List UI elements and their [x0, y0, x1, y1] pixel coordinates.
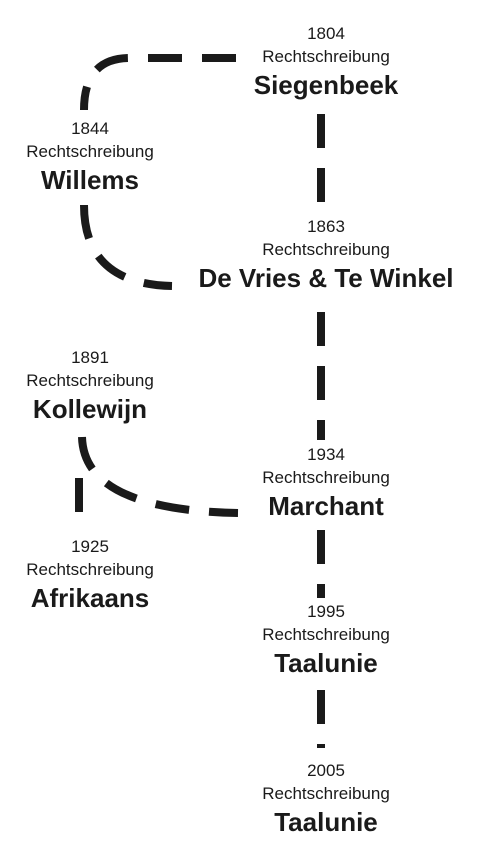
- node-marchant: 1934 Rechtschreibung Marchant: [262, 443, 390, 523]
- node-kind: Rechtschreibung: [262, 240, 390, 259]
- node-name: Afrikaans: [30, 583, 150, 613]
- connector-kollewijn-marchant: [78, 436, 239, 517]
- node-year: 1925: [71, 537, 109, 556]
- node-year: 1804: [307, 24, 345, 43]
- node-kind: Rechtschreibung: [262, 784, 390, 803]
- node-kind: Rechtschreibung: [26, 560, 154, 579]
- connector-willems-devries: [80, 204, 173, 290]
- node-taalunie1995: 1995 Rechtschreibung Taalunie: [262, 600, 390, 680]
- node-name: Kollewijn: [32, 394, 148, 424]
- node-taalunie2005: 2005 Rechtschreibung Taalunie: [262, 759, 390, 839]
- node-name: De Vries & Te Winkel: [198, 263, 454, 293]
- node-kind: Rechtschreibung: [26, 142, 154, 161]
- node-kind: Rechtschreibung: [262, 468, 390, 487]
- node-kind: Rechtschreibung: [26, 371, 154, 390]
- node-name: Willems: [40, 165, 140, 195]
- node-year: 1844: [71, 119, 109, 138]
- node-siegenbeek: 1804 Rechtschreibung Siegenbeek: [254, 22, 399, 102]
- node-devries: 1863 Rechtschreibung De Vries & Te Winke…: [198, 215, 453, 295]
- node-kollewijn: 1891 Rechtschreibung Kollewijn: [26, 346, 154, 426]
- connector-siegenbeek-willems: [80, 54, 236, 111]
- node-year: 1891: [71, 348, 109, 367]
- node-name: Taalunie: [274, 648, 378, 678]
- node-year: 1995: [307, 602, 345, 621]
- node-kind: Rechtschreibung: [262, 47, 390, 66]
- node-kind: Rechtschreibung: [262, 625, 390, 644]
- node-name: Taalunie: [274, 807, 378, 837]
- node-name: Marchant: [268, 491, 384, 521]
- node-year: 1863: [307, 217, 345, 236]
- node-name: Siegenbeek: [253, 70, 399, 100]
- node-afrikaans: 1925 Rechtschreibung Afrikaans: [26, 535, 154, 615]
- node-year: 1934: [307, 445, 345, 464]
- node-year: 2005: [307, 761, 345, 780]
- node-willems: 1844 Rechtschreibung Willems: [26, 117, 154, 197]
